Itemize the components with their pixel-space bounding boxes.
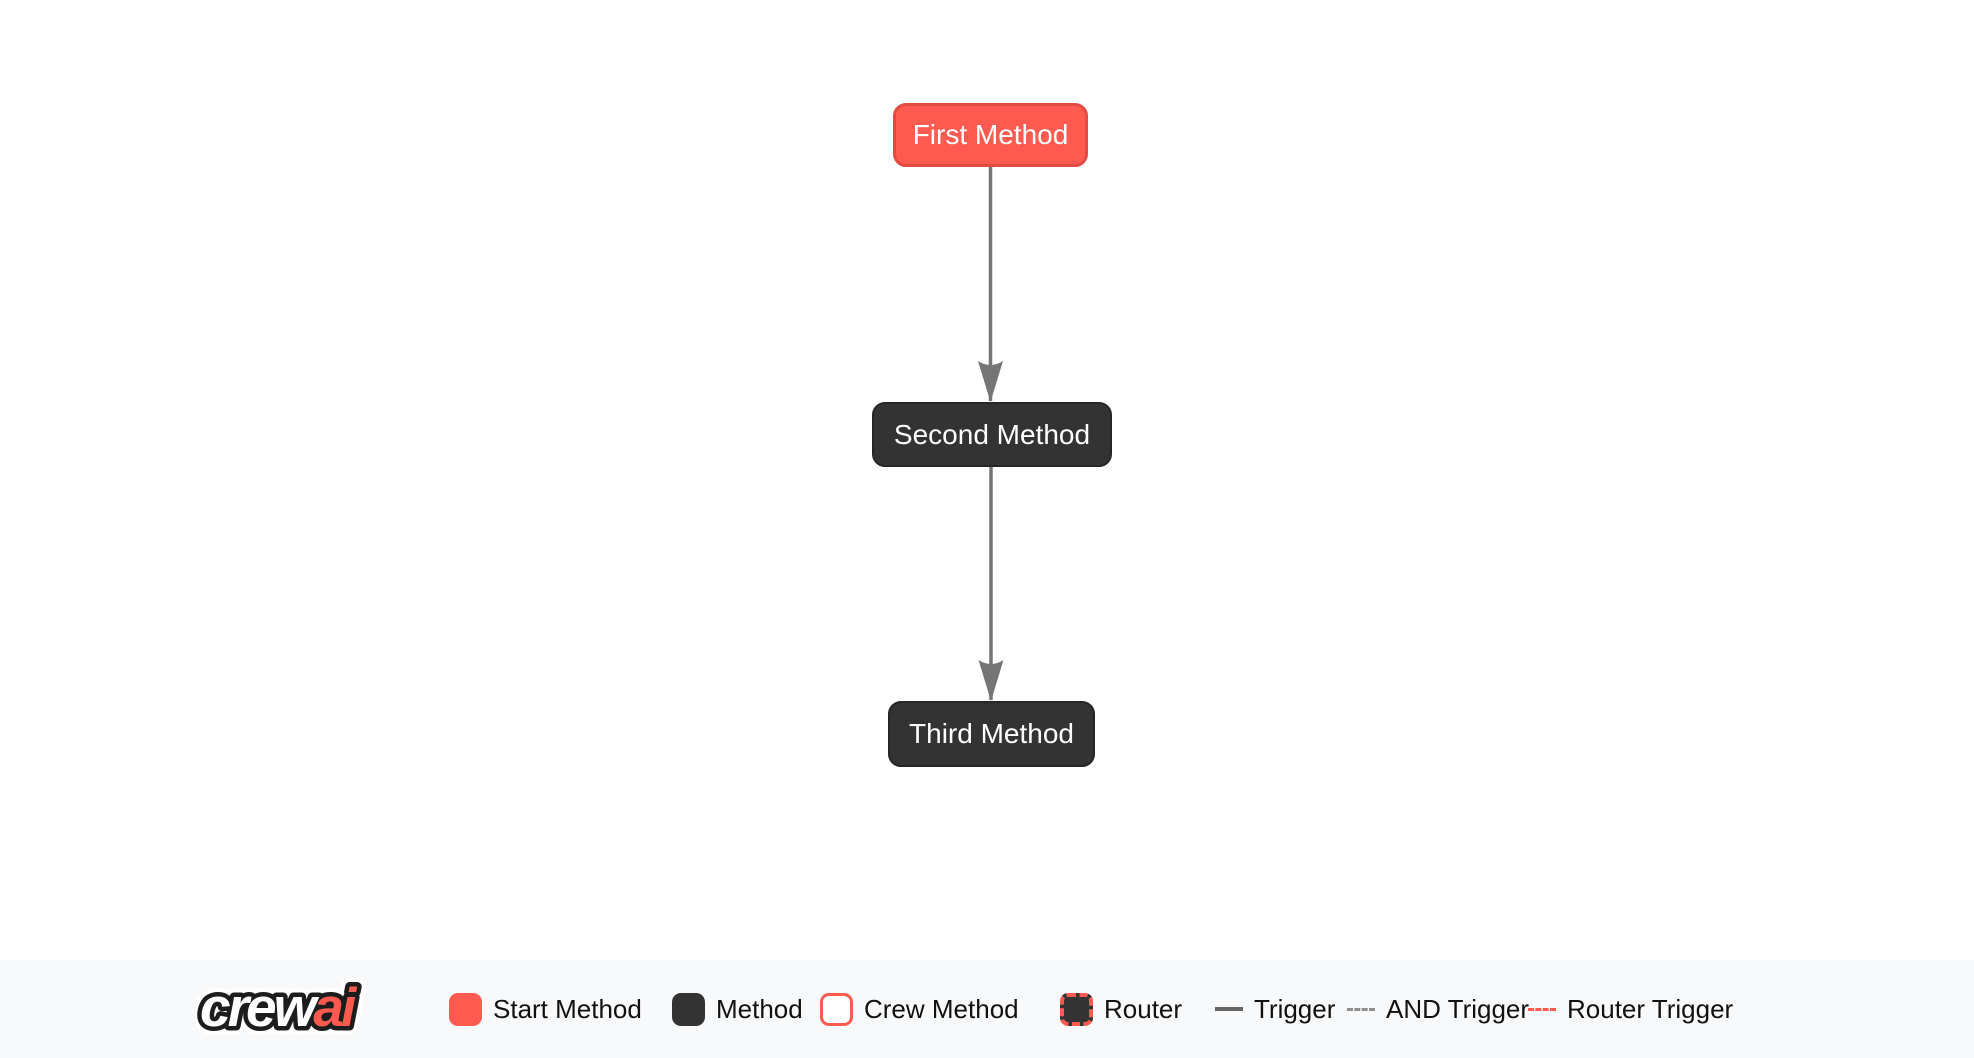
flow-node-second-method[interactable]: Second Method xyxy=(872,402,1112,467)
arrowhead-icon xyxy=(978,660,1004,701)
legend-item-trigger: Trigger xyxy=(1215,960,1335,1058)
legend-item-method: Method xyxy=(672,960,803,1058)
legend-item-router: Router xyxy=(1060,960,1182,1058)
crewai-logo-icon: crewai crewai crewai xyxy=(196,970,369,1047)
svg-text:crewai: crewai xyxy=(200,976,358,1038)
router-swatch-icon xyxy=(1060,992,1093,1026)
legend-item-and-trigger: AND Trigger xyxy=(1347,960,1529,1058)
router-trigger-line-icon xyxy=(1528,1007,1556,1011)
legend-label: AND Trigger xyxy=(1386,993,1530,1024)
legend-label: Crew Method xyxy=(864,993,1019,1024)
node-label: First Method xyxy=(912,119,1069,150)
legend-item-router-trigger: Router Trigger xyxy=(1528,960,1733,1058)
arrowhead-icon xyxy=(978,361,1003,402)
method-swatch-icon xyxy=(672,992,705,1026)
crewai-logo: crewai crewai crewai xyxy=(196,960,418,1058)
legend-label: Router xyxy=(1104,993,1183,1024)
legend-item-crew-method: Crew Method xyxy=(820,960,1019,1058)
trigger-edge-first-second xyxy=(978,167,1003,402)
legend-label: Router Trigger xyxy=(1567,993,1734,1024)
flow-canvas[interactable]: First Method Second Method Third Method xyxy=(0,0,1974,960)
legend-bar: crewai crewai crewai Start Method Method… xyxy=(0,960,1974,1058)
and-trigger-line-icon xyxy=(1347,1007,1375,1011)
legend-label: Trigger xyxy=(1254,993,1336,1024)
start-method-swatch-icon xyxy=(449,992,482,1026)
legend-label: Start Method xyxy=(493,993,642,1024)
node-label: Second Method xyxy=(893,418,1091,450)
svg-text:crewai: crewai xyxy=(200,976,358,1038)
flow-node-third-method[interactable]: Third Method xyxy=(888,701,1095,767)
legend-label: Method xyxy=(716,993,803,1024)
node-label: Third Method xyxy=(909,718,1074,749)
trigger-edge-second-third xyxy=(978,467,1004,701)
trigger-line-icon xyxy=(1215,1007,1243,1011)
flow-node-first-method[interactable]: First Method xyxy=(893,103,1088,167)
legend-item-start-method: Start Method xyxy=(449,960,642,1058)
crew-method-swatch-icon xyxy=(820,992,853,1026)
